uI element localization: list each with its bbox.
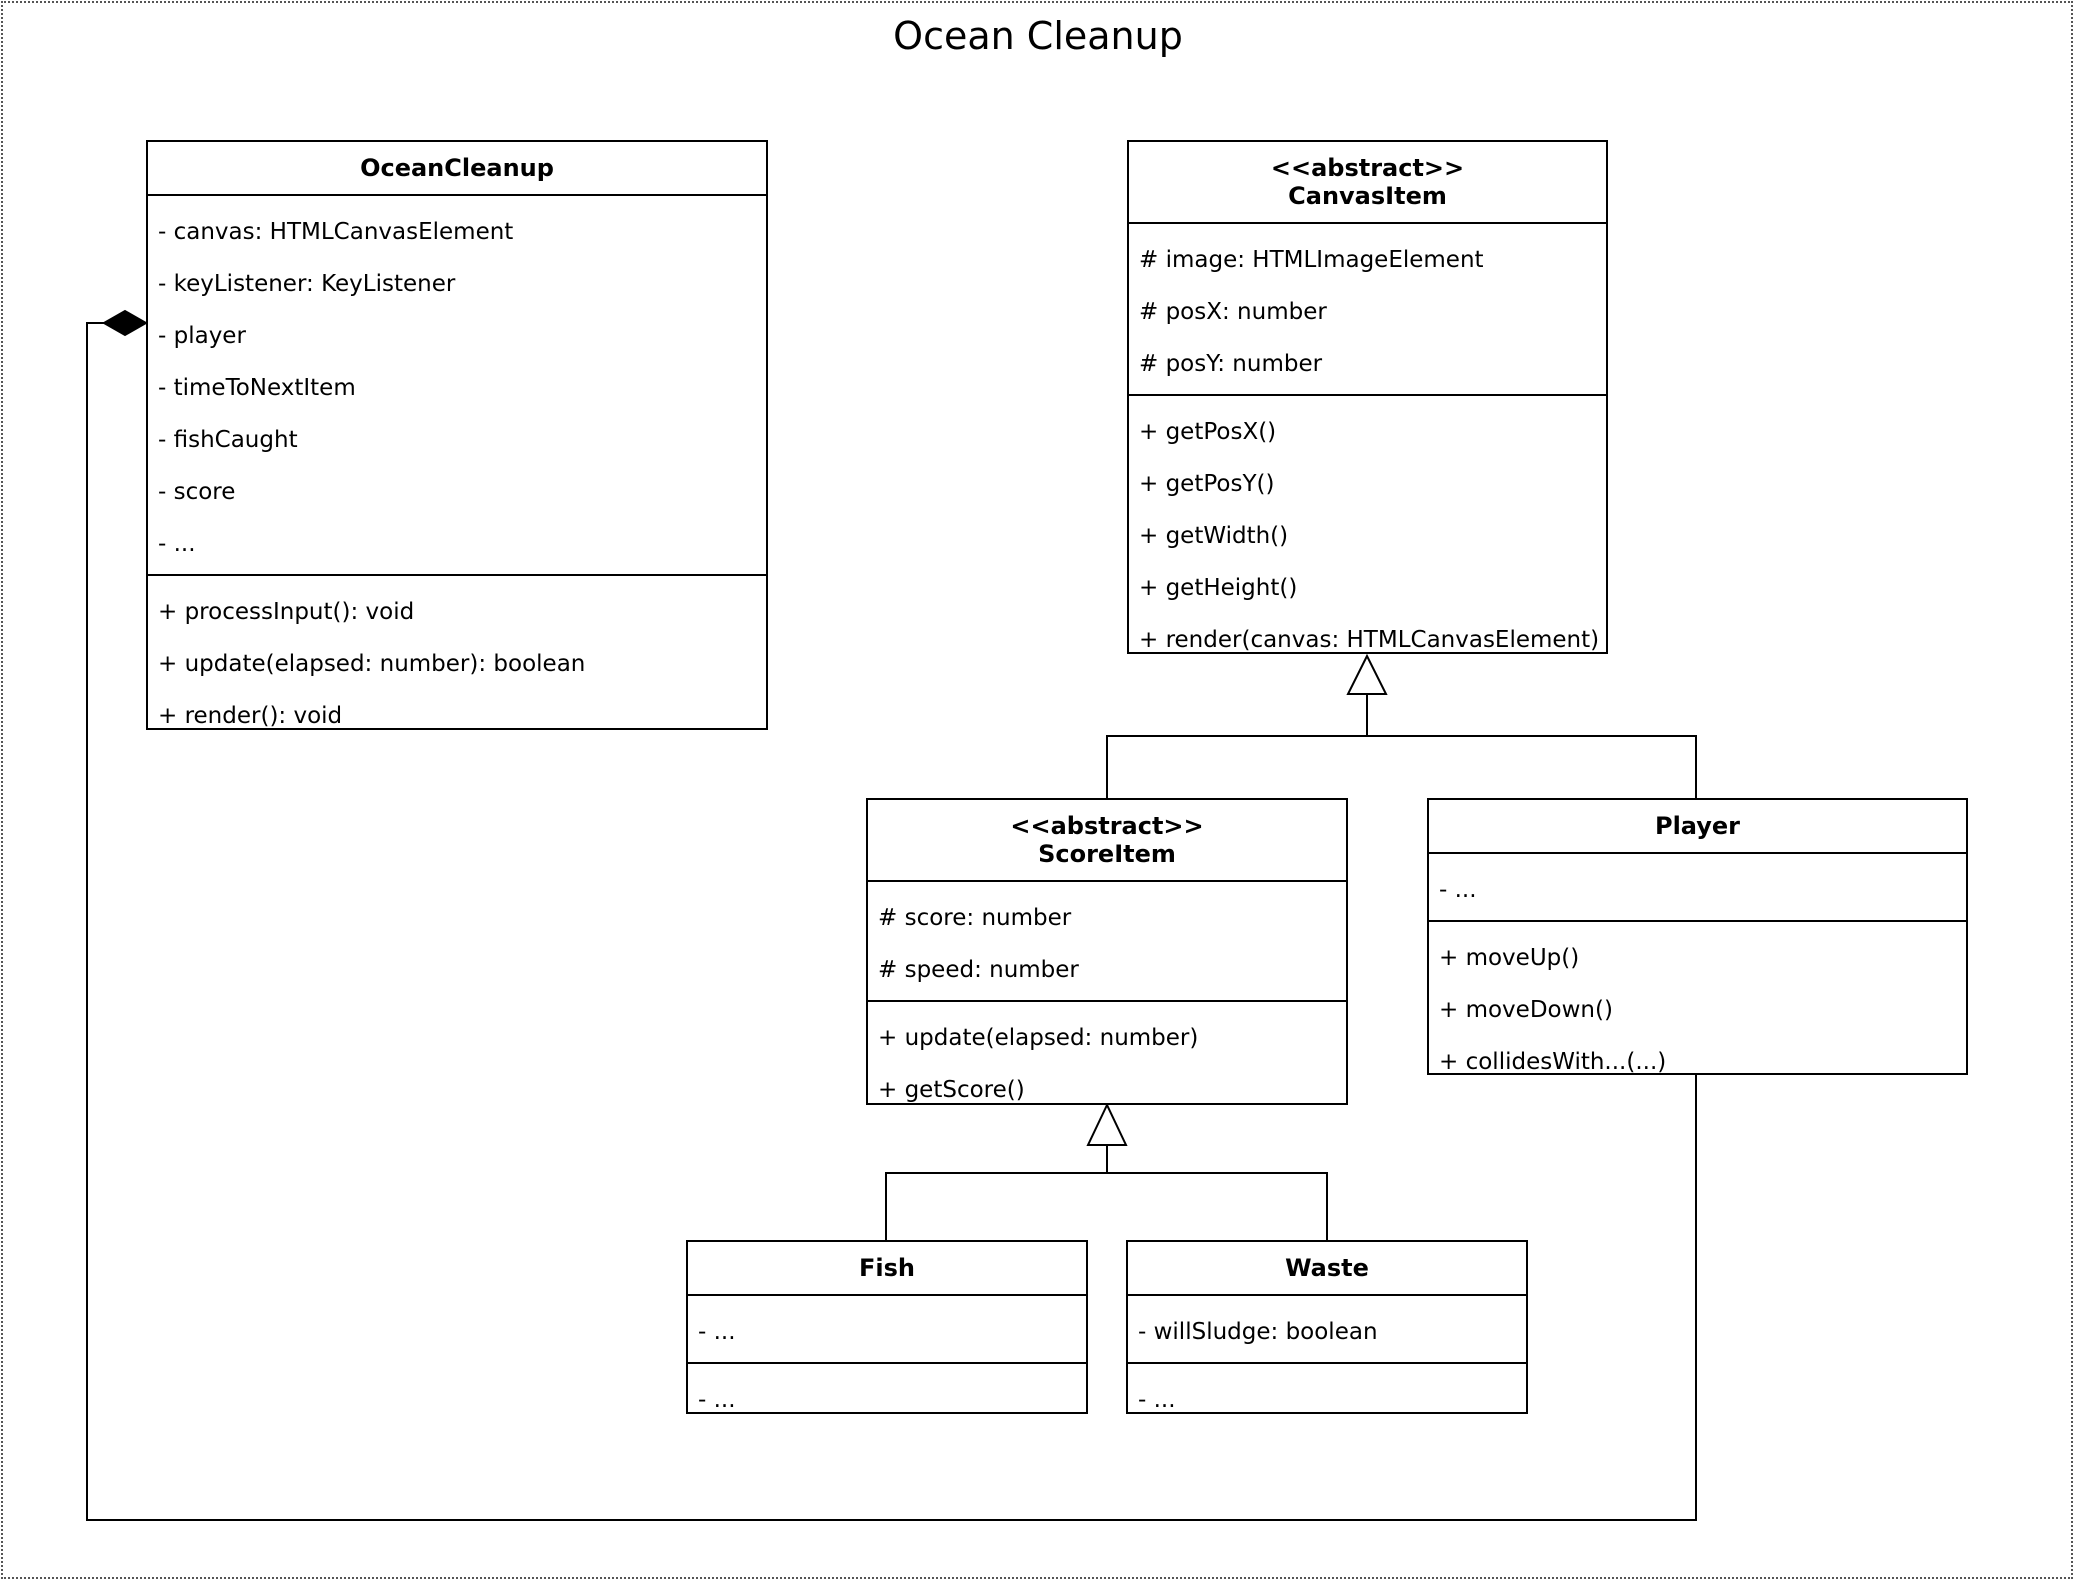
- method: + update(elapsed: number): [878, 1025, 1199, 1051]
- class-oceancleanup: OceanCleanup - canvas: HTMLCanvasElement…: [146, 140, 768, 730]
- method: + processInput(): void: [158, 599, 415, 625]
- class-name: Fish: [859, 1254, 915, 1282]
- attribute: - ...: [1439, 877, 1477, 903]
- class-header: Player: [1429, 800, 1966, 854]
- attribute: # posY: number: [1139, 351, 1323, 377]
- class-header: Waste: [1128, 1242, 1526, 1296]
- class-header: <<abstract>> CanvasItem: [1129, 142, 1606, 224]
- attribute: # speed: number: [878, 957, 1079, 983]
- class-name: OceanCleanup: [360, 154, 554, 182]
- method: + getPosX(): [1139, 419, 1277, 445]
- method: - ...: [1138, 1387, 1176, 1413]
- method: + update(elapsed: number): boolean: [158, 651, 586, 677]
- method: + getScore(): [878, 1077, 1025, 1103]
- method: + moveDown(): [1439, 997, 1613, 1023]
- attribute: - timeToNextItem: [158, 375, 356, 401]
- class-header: Fish: [688, 1242, 1086, 1296]
- method: + render(): void: [158, 703, 343, 729]
- attribute: - score: [158, 479, 236, 505]
- methods-section: - ...: [1128, 1362, 1526, 1430]
- class-header: <<abstract>> ScoreItem: [868, 800, 1346, 882]
- class-name: Player: [1654, 812, 1741, 840]
- attribute: - keyListener: KeyListener: [158, 271, 456, 297]
- method: + getWidth(): [1139, 523, 1289, 549]
- attributes-section: # image: HTMLImageElement # posX: number…: [1129, 224, 1606, 394]
- generalization-to-scoreitem: [885, 1102, 1328, 1240]
- attributes-section: - ...: [688, 1296, 1086, 1362]
- methods-section: + processInput(): void + update(elapsed:…: [148, 574, 766, 746]
- attributes-section: - canvas: HTMLCanvasElement - keyListene…: [148, 196, 766, 574]
- class-canvasitem: <<abstract>> CanvasItem # image: HTMLIma…: [1127, 140, 1608, 654]
- class-header: OceanCleanup: [148, 142, 766, 196]
- method: + collidesWith...(...): [1439, 1049, 1667, 1075]
- attribute: - canvas: HTMLCanvasElement: [158, 219, 514, 245]
- attribute: - fishCaught: [158, 427, 298, 453]
- class-scoreitem: <<abstract>> ScoreItem # score: number #…: [866, 798, 1348, 1105]
- methods-section: - ...: [688, 1362, 1086, 1430]
- attribute: - player: [158, 323, 246, 349]
- method: + getPosY(): [1139, 471, 1275, 497]
- attribute: - ...: [158, 531, 196, 557]
- method: - ...: [698, 1387, 736, 1413]
- generalization-to-canvasitem: [1106, 653, 1697, 798]
- methods-section: + moveUp() + moveDown() + collidesWith..…: [1429, 920, 1966, 1092]
- class-stereotype: <<abstract>>: [1010, 812, 1204, 840]
- class-fish: Fish - ... - ...: [686, 1240, 1088, 1414]
- class-name: ScoreItem: [1038, 840, 1176, 868]
- method: + render(canvas: HTMLCanvasElement): [1139, 627, 1600, 653]
- method: + moveUp(): [1439, 945, 1580, 971]
- attributes-section: - willSludge: boolean: [1128, 1296, 1526, 1362]
- attribute: - willSludge: boolean: [1138, 1319, 1378, 1345]
- class-name: Waste: [1285, 1254, 1369, 1282]
- attribute: - ...: [698, 1319, 736, 1345]
- methods-section: + getPosX() + getPosY() + getWidth() + g…: [1129, 394, 1606, 670]
- method: + getHeight(): [1139, 575, 1298, 601]
- attribute: # score: number: [878, 905, 1072, 931]
- class-waste: Waste - willSludge: boolean - ...: [1126, 1240, 1528, 1414]
- methods-section: + update(elapsed: number) + getScore(): [868, 1000, 1346, 1120]
- class-stereotype: <<abstract>>: [1270, 154, 1465, 182]
- class-player: Player - ... + moveUp() + moveDown() + c…: [1427, 798, 1968, 1075]
- attributes-section: # score: number # speed: number: [868, 882, 1346, 1000]
- attribute: # posX: number: [1139, 299, 1327, 325]
- diagram-title: Ocean Cleanup: [893, 14, 1183, 58]
- attribute: # image: HTMLImageElement: [1139, 247, 1484, 273]
- class-name: CanvasItem: [1288, 182, 1447, 210]
- attributes-section: - ...: [1429, 854, 1966, 920]
